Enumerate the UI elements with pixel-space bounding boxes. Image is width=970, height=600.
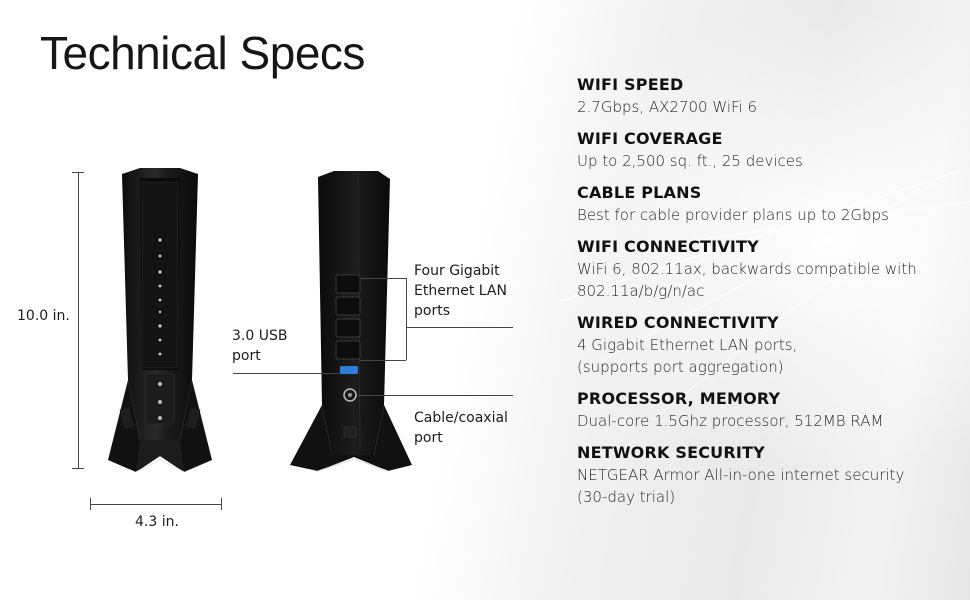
height-label: 10.0 in.	[15, 306, 72, 326]
spec-value: WiFi 6, 802.11ax, backwards compatible w…	[577, 260, 917, 300]
height-dimension-cap-top	[72, 172, 84, 173]
width-dimension-cap-left	[90, 498, 91, 510]
spec-heading: WIRED CONNECTIVITY	[577, 313, 779, 332]
spec-heading: CABLE PLANS	[577, 183, 702, 202]
spec-value: 4 Gigabit Ethernet LAN ports, (supports …	[577, 336, 798, 376]
spec-network-security: NETWORK SECURITY NETGEAR Armor All-in-on…	[577, 442, 957, 508]
page-title: Technical Specs	[40, 27, 365, 79]
spec-processor-memory: PROCESSOR, MEMORY Dual-core 1.5Ghz proce…	[577, 388, 957, 432]
spec-value: Up to 2,500 sq. ft., 25 devices	[577, 152, 803, 170]
spec-heading: WIFI COVERAGE	[577, 129, 723, 148]
spec-heading: WIFI SPEED	[577, 75, 684, 94]
coax-callout-line	[358, 395, 513, 396]
specs-list: WIFI SPEED 2.7Gbps, AX2700 WiFi 6 WIFI C…	[577, 74, 957, 518]
spec-wifi-coverage: WIFI COVERAGE Up to 2,500 sq. ft., 25 de…	[577, 128, 957, 172]
modem-back-image	[290, 171, 412, 472]
height-dimension-cap-bottom	[72, 468, 84, 469]
spec-wifi-connectivity: WIFI CONNECTIVITY WiFi 6, 802.11ax, back…	[577, 236, 957, 302]
spec-value: Dual-core 1.5Ghz processor, 512MB RAM	[577, 412, 884, 430]
spec-wifi-speed: WIFI SPEED 2.7Gbps, AX2700 WiFi 6	[577, 74, 957, 118]
usb-port-icon	[340, 366, 358, 374]
coax-port-label: Cable/coaxial port	[414, 410, 508, 446]
spec-cable-plans: CABLE PLANS Best for cable provider plan…	[577, 182, 957, 226]
spec-heading: WIFI CONNECTIVITY	[577, 237, 759, 256]
spec-value: NETGEAR Armor All-in-one internet securi…	[577, 466, 905, 506]
spec-wired-connectivity: WIRED CONNECTIVITY 4 Gigabit Ethernet LA…	[577, 312, 957, 378]
width-label: 4.3 in.	[135, 514, 179, 530]
lan-bracket-bottom	[360, 360, 406, 361]
lan-bracket-top	[360, 278, 406, 279]
width-dimension-cap-right	[221, 498, 222, 510]
spec-value: Best for cable provider plans up to 2Gbp…	[577, 206, 889, 224]
modem-front-image	[108, 168, 212, 473]
lan-ports-label: Four Gigabit Ethernet LAN ports	[414, 263, 507, 319]
spec-heading: PROCESSOR, MEMORY	[577, 389, 781, 408]
spec-heading: NETWORK SECURITY	[577, 443, 765, 462]
spec-value: 2.7Gbps, AX2700 WiFi 6	[577, 98, 758, 116]
height-dimension-line	[78, 172, 79, 468]
width-dimension-line	[90, 504, 221, 505]
lan-callout-line	[406, 327, 513, 328]
usb-port-label: 3.0 USB port	[232, 328, 288, 364]
usb-callout-line	[233, 373, 341, 374]
lan-bracket-side	[406, 278, 407, 360]
